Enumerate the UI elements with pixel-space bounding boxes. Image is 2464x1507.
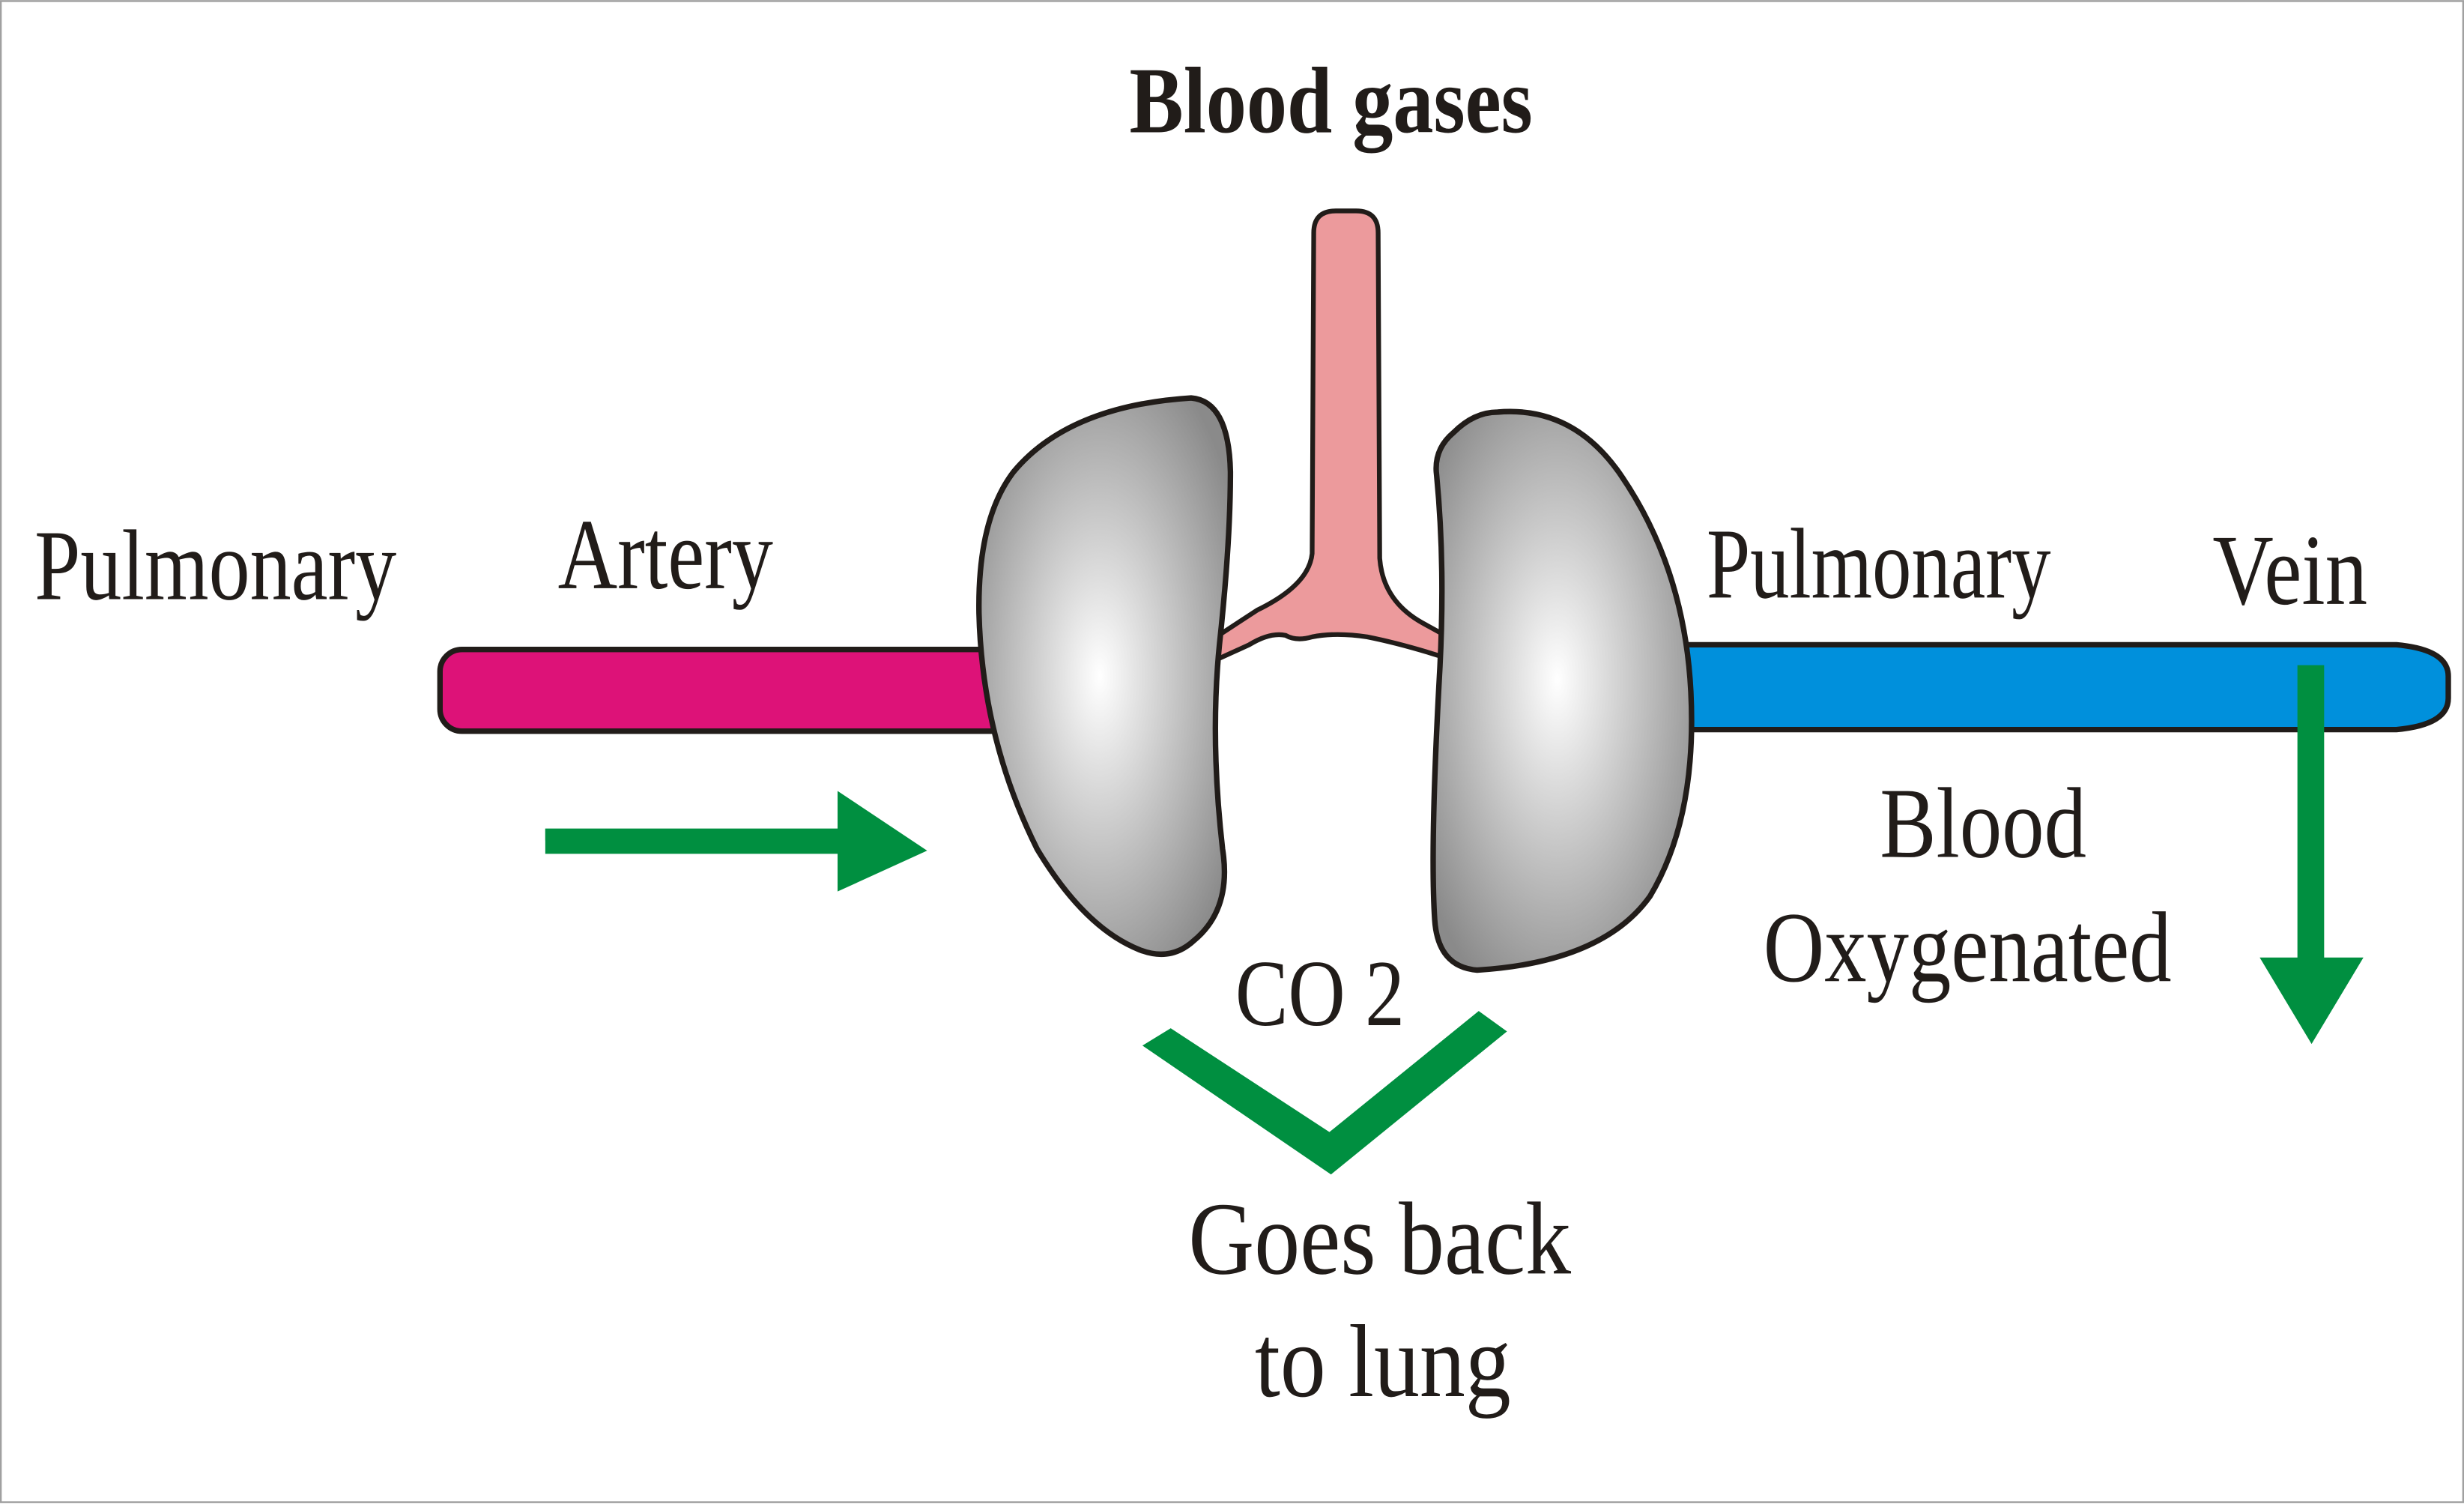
pulmonary-vein-vessel [1647, 641, 2451, 733]
pulmonary-artery-label-word2: Artery [558, 499, 773, 611]
left-lung [976, 395, 1234, 958]
oxygenated-label-line2: Oxygenated [1764, 892, 2172, 1003]
oxygenated-label-line1: Blood [1880, 767, 2086, 878]
pulmonary-vein-label-word2: Vein [2212, 515, 2367, 626]
pulmonary-artery-vessel [437, 646, 1025, 734]
chevron-down-icon [1142, 1011, 1507, 1175]
arrow-down-icon [2259, 665, 2364, 1045]
returns-label-line1: Goes back [1188, 1182, 1571, 1296]
arrow-right-icon [545, 791, 927, 892]
co2-label: CO 2 [1235, 941, 1405, 1046]
returns-label-line2: to lung [1255, 1305, 1511, 1419]
pulmonary-artery-label-word1: Pulmonary [34, 510, 396, 621]
title: Blood gases [1130, 49, 1533, 153]
pulmonary-vein-label-word1: Pulmonary [1707, 509, 2051, 620]
flow-in-arrow [545, 791, 927, 892]
right-lung [1430, 408, 1695, 973]
trachea [1211, 208, 1456, 665]
